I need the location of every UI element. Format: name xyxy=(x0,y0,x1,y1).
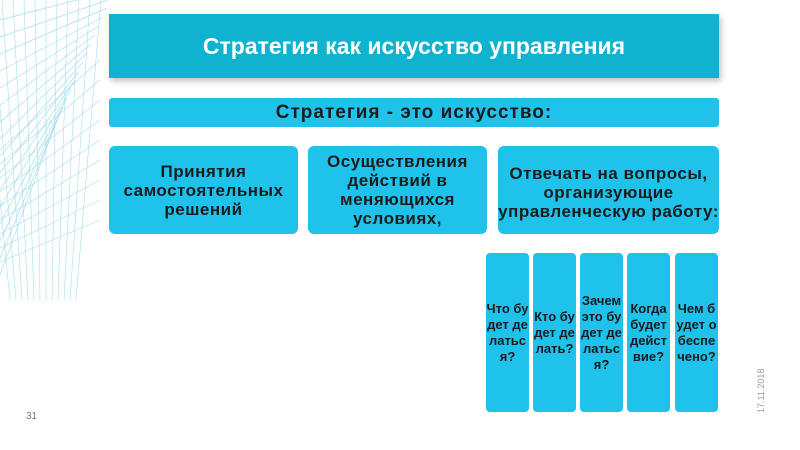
slide-title: Стратегия как искусство управления xyxy=(109,14,719,78)
question-who: Кто будет делать? xyxy=(533,253,576,412)
slide-subtitle: Стратегия - это искусство: xyxy=(109,98,719,127)
branch-actions: Осуществления действий в меняющихся усло… xyxy=(308,146,487,234)
question-provided: Чем будет обеспечено? xyxy=(675,253,718,412)
question-when: Когда будет действие? xyxy=(627,253,670,412)
question-why: Зачем это будет делаться? xyxy=(580,253,623,412)
slide-date: 17.11.2018 xyxy=(756,368,766,413)
slide-number: 31 xyxy=(26,411,38,422)
branch-decisions: Принятия самостоятельных решений xyxy=(109,146,298,234)
question-what: Что будет делаться? xyxy=(486,253,529,412)
branch-questions: Отвечать на вопросы, организующие управл… xyxy=(498,146,719,234)
